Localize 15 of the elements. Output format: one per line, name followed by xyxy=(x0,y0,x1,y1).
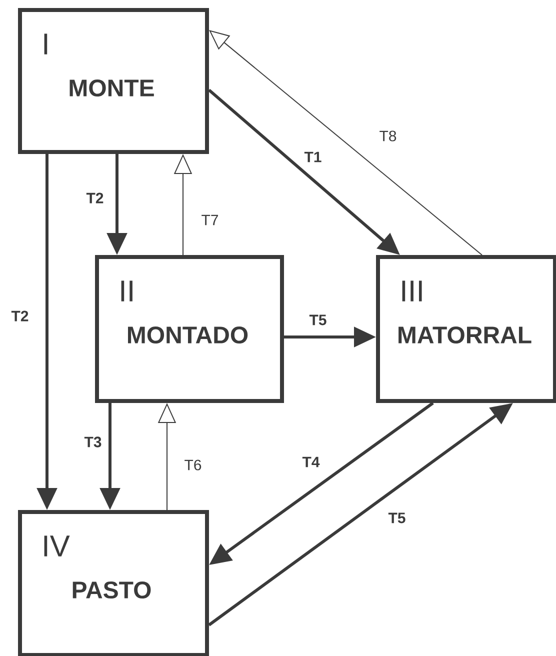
edge-label: T8 xyxy=(378,130,398,142)
edge-label: T3 xyxy=(83,436,103,448)
arrow xyxy=(209,30,482,256)
edge-label: T5 xyxy=(308,314,328,326)
edge-label: T7 xyxy=(200,214,220,226)
state-box: II MONTADO xyxy=(95,255,284,403)
edge-label: T4 xyxy=(301,456,321,468)
edge-label: T1 xyxy=(303,150,323,164)
edge-label: T2 xyxy=(10,310,30,322)
state-box: III MATORRAL xyxy=(376,255,556,403)
state-box: I MONTE xyxy=(18,8,209,154)
edge-label: T2 xyxy=(85,192,105,204)
state-box: IV PASTO xyxy=(18,510,209,656)
edge-label: T6 xyxy=(183,458,203,472)
edge-label: T5 xyxy=(387,512,407,524)
